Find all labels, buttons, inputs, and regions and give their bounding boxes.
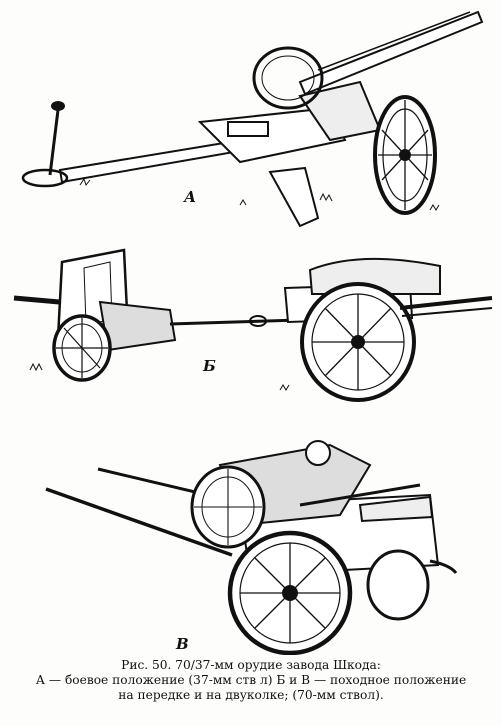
panel-label-a: А	[184, 188, 197, 206]
illustration-panel-b: Б	[0, 240, 502, 415]
illustration-panel-a: А	[0, 0, 502, 235]
illustration-panel-v: В	[0, 425, 502, 655]
panel-label-b: Б	[203, 357, 216, 375]
gun-on-cart-drawing	[45, 440, 458, 655]
caption-line-2: А — боевое положение (37-мм ств л) Б и В…	[35, 673, 467, 687]
figure-caption: Рис. 50. 70/37-мм орудие завода Шкода: А…	[6, 658, 496, 703]
caption-line-3: на передке и на двуколке; (70-мм ствол).	[118, 688, 384, 702]
gun-on-limber-drawing	[13, 248, 493, 402]
caption-line-1: Рис. 50. 70/37-мм орудие завода Шкода:	[121, 658, 381, 672]
gun-firing-position-drawing	[21, 10, 484, 228]
panel-label-v: В	[176, 635, 189, 653]
